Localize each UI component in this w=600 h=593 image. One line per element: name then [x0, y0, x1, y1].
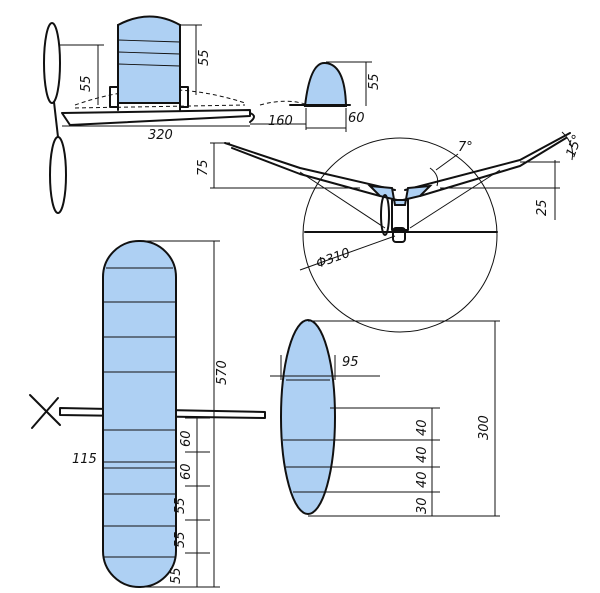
dim-angle-tip: 15° — [564, 133, 586, 160]
fin-side — [303, 62, 348, 107]
front-view: 75 25 7° 15° Φ310 — [196, 131, 586, 333]
propeller-blade-bottom — [49, 136, 67, 214]
dim-wing-rib-1: 60 — [179, 430, 194, 447]
dim-stab-rib-4: 30 — [415, 497, 430, 514]
dim-wing-height: 55 — [197, 49, 212, 66]
wing-dihedral-left — [224, 142, 396, 191]
dim-stab-rib-3: 40 — [415, 471, 430, 488]
dim-fin-height: 55 — [367, 73, 382, 90]
dim-stab-span: 300 — [477, 415, 492, 440]
dim-wing-chord: 115 — [72, 452, 97, 467]
fuselage-side — [61, 109, 251, 126]
dim-fuselage-length: 320 — [148, 128, 173, 143]
side-view: 320 160 60 55 55 55 — [43, 15, 382, 214]
dim-stab-offset: 160 — [268, 114, 293, 129]
top-view: 570 115 60 60 55 55 55 300 95 40 40 40 — [29, 240, 500, 588]
detail-circle — [302, 137, 498, 333]
dim-circle-diameter: Φ310 — [314, 246, 352, 272]
dim-wing-rib-3: 55 — [173, 497, 188, 514]
dim-stab-rib-2: 40 — [415, 446, 430, 463]
dim-dihedral-height: 75 — [196, 159, 211, 176]
propeller-blade-top — [43, 22, 61, 104]
fuselage-top — [59, 407, 266, 419]
dim-angle-center: 7° — [458, 140, 473, 155]
dim-wing-rib-5: 55 — [169, 567, 184, 584]
dim-stab-rib-1: 40 — [415, 419, 430, 436]
stab-ribs — [283, 379, 333, 493]
wing-dihedral-right — [404, 132, 571, 191]
dim-stab-chord: 95 — [342, 355, 359, 370]
dim-stab-chord-side: 60 — [348, 111, 365, 126]
dim-prop-height: 55 — [79, 75, 94, 92]
dim-wing-span: 570 — [215, 360, 230, 385]
stabilizer-top-panel — [280, 319, 336, 515]
wing-side-panel — [117, 15, 181, 104]
wing-ribs — [104, 267, 175, 558]
dim-wing-rib-4: 55 — [173, 531, 188, 548]
wing-top-panel — [102, 240, 177, 588]
dim-wing-rib-2: 60 — [179, 463, 194, 480]
dim-tip-rise: 25 — [535, 199, 550, 216]
